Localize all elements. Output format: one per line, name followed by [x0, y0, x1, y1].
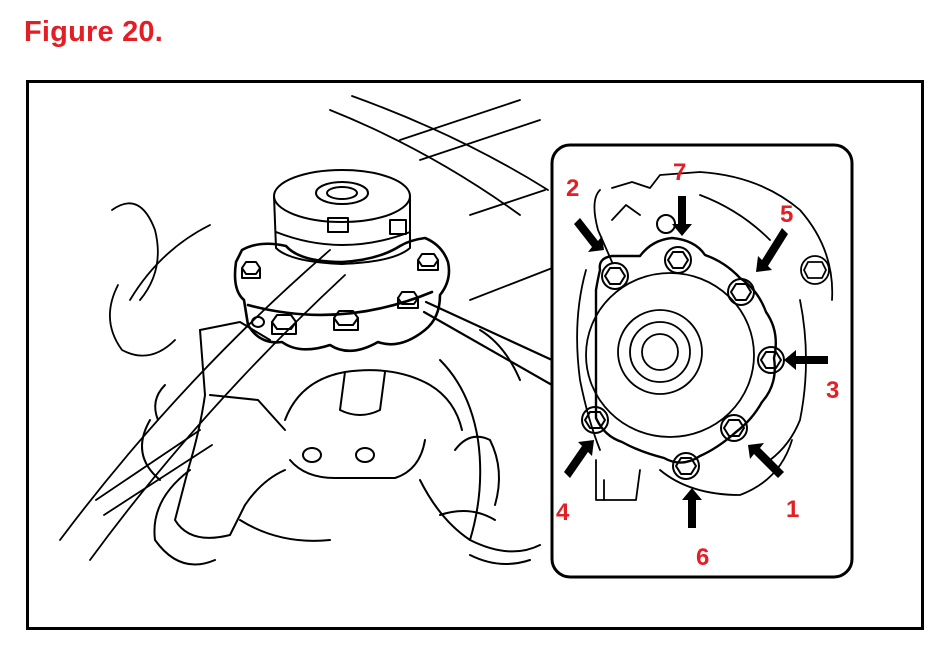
- detail-flange-plate: [594, 236, 777, 464]
- bolt: [241, 261, 261, 279]
- bolt: [271, 314, 297, 335]
- arrow-6: [682, 488, 702, 528]
- hub-flange: [233, 236, 451, 353]
- arrow-3: [784, 350, 828, 370]
- bolt: [417, 253, 439, 271]
- main-illustration: [59, 95, 561, 566]
- bolt-position-5: [727, 278, 755, 306]
- figure-title: Figure 20.: [24, 16, 163, 48]
- sequence-label-7: 7: [673, 159, 686, 186]
- detail-hub: [585, 272, 755, 438]
- sequence-label-1: 1: [786, 496, 799, 523]
- bolt-position-7: [664, 246, 692, 274]
- callout-leader-lines: [422, 300, 554, 387]
- knuckle-body: [141, 321, 541, 566]
- bolt-position-1: [720, 414, 748, 442]
- sequence-label-6: 6: [696, 544, 709, 571]
- sequence-label-5: 5: [780, 201, 793, 228]
- bolt: [333, 310, 359, 331]
- arrow-5: [756, 228, 788, 272]
- bolt-position-2: [601, 262, 629, 290]
- sequence-labels: 1 2 3 4 5 6 7: [556, 159, 839, 571]
- sequence-arrows: [564, 196, 828, 528]
- sequence-label-2: 2: [566, 175, 579, 202]
- arrow-2: [574, 218, 604, 252]
- bolt-position-6: [672, 452, 700, 480]
- detail-bolts: [581, 214, 785, 480]
- bolt: [397, 291, 419, 309]
- sequence-label-4: 4: [556, 499, 570, 526]
- flange-bolts: [241, 253, 439, 335]
- detail-callout: 1 2 3 4 5 6 7: [550, 143, 854, 579]
- arrow-1: [748, 443, 784, 478]
- background-frame-lines: [59, 95, 561, 561]
- arrow-4: [564, 440, 594, 478]
- arrow-7: [672, 196, 692, 236]
- sequence-label-3: 3: [826, 377, 839, 404]
- hub-top: [273, 169, 411, 265]
- bolt-position-4: [581, 406, 609, 434]
